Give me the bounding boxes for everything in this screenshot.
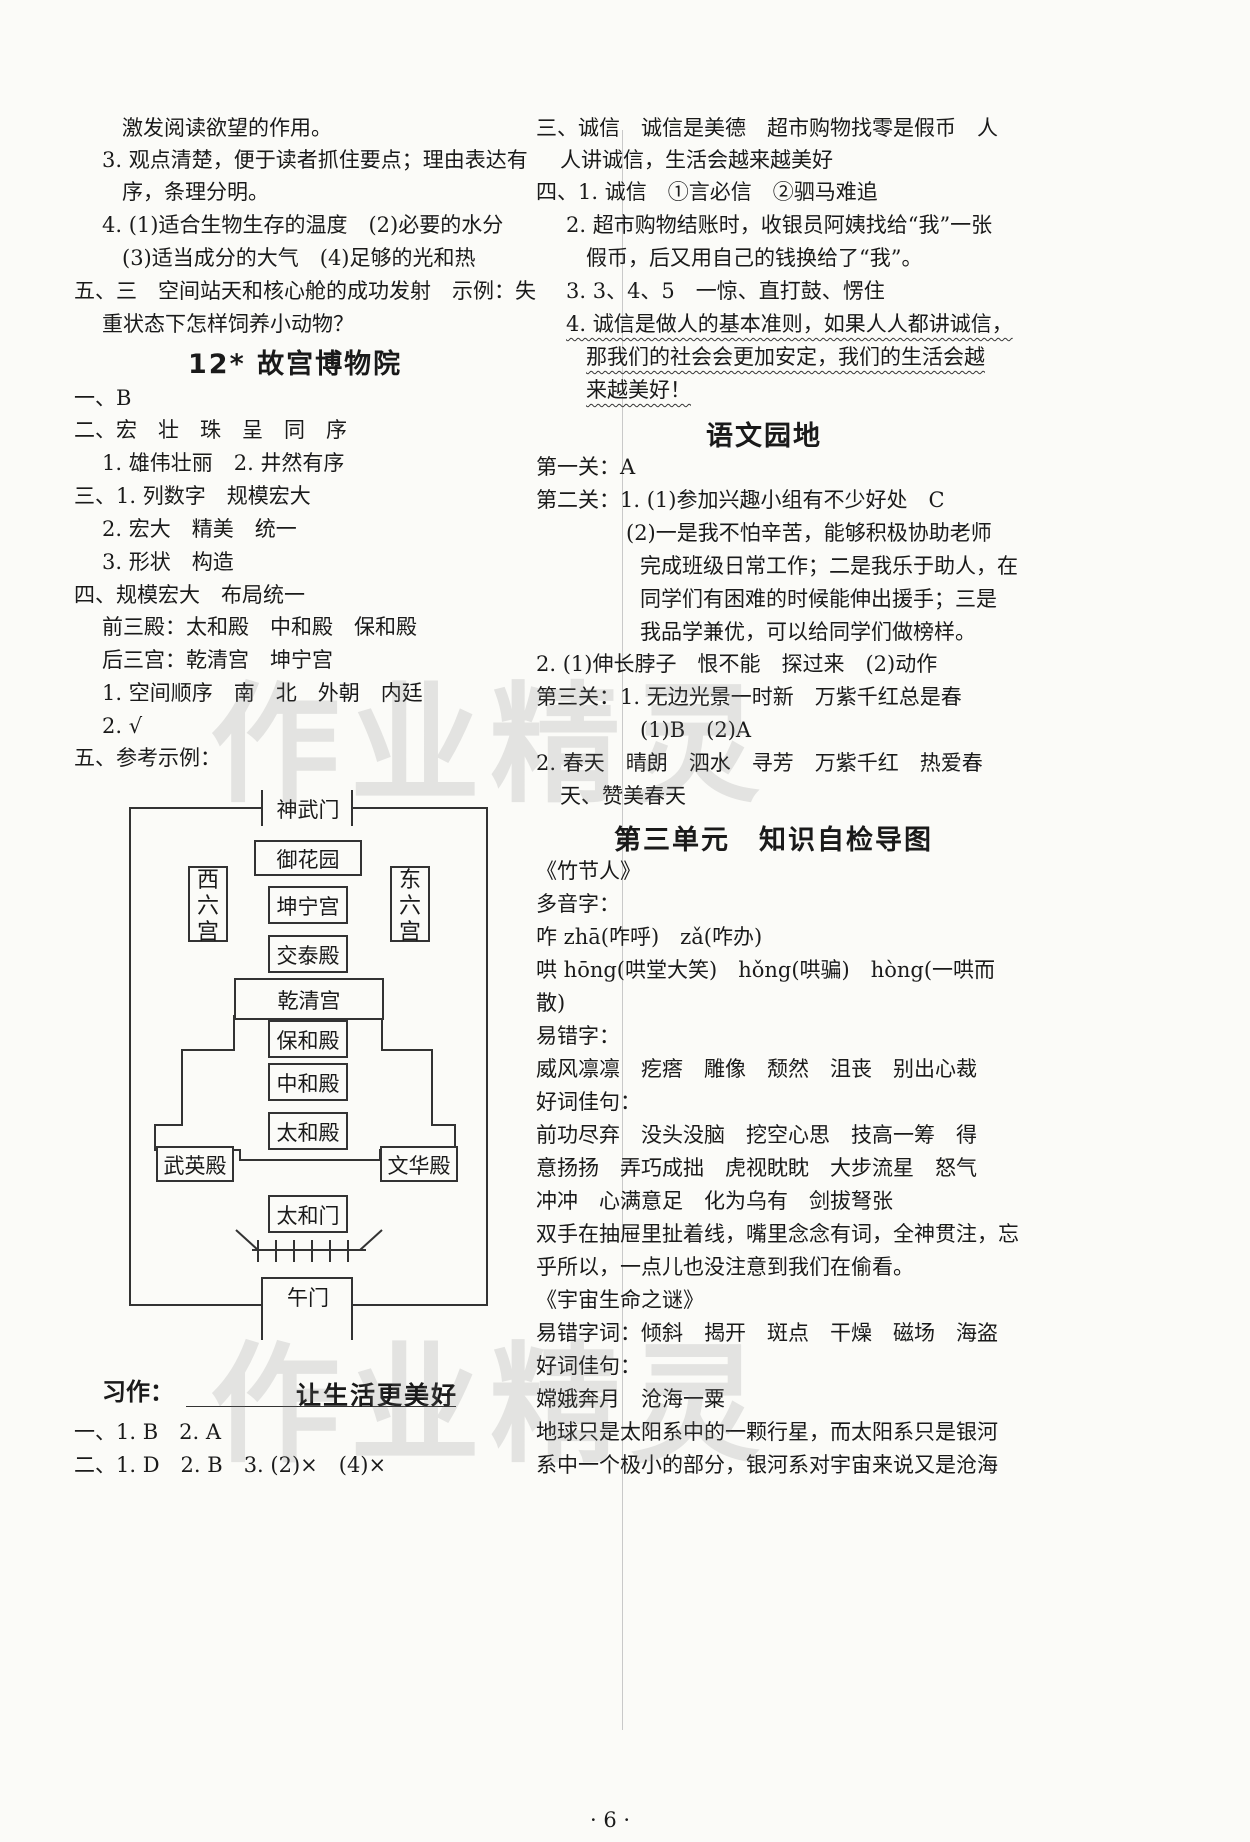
text-line: 冲冲 心满意足 化为乌有 剑拔弩张: [536, 1189, 893, 1213]
label-qianqinggong: 乾清宫: [277, 989, 341, 1013]
text-line: 人讲诚信，生活会越来越美好: [560, 148, 833, 172]
text-line: 1. 雄伟壮丽 2. 井然有序: [102, 451, 345, 475]
box-yuhuayuan: 御花园: [254, 840, 362, 876]
box-zhonghedian: 中和殿: [268, 1063, 348, 1101]
box-taihedian: 太和殿: [268, 1112, 348, 1150]
section-title-12: 12* 故宫博物院: [188, 349, 403, 380]
text-line: 天、赞美春天: [560, 784, 686, 808]
label-wumen: 午门: [287, 1286, 329, 1310]
label-wenhuadian: 文华殿: [387, 1154, 451, 1178]
label-taihedian: 太和殿: [276, 1121, 340, 1145]
text-line: 后三宫：乾清宫 坤宁宫: [102, 648, 333, 672]
text-line: 散): [536, 991, 566, 1015]
xizuo-title: 让生活更美好: [296, 1381, 459, 1410]
text-line: 1. 空间顺序 南 北 外朝 内廷: [102, 681, 423, 705]
text-line: 同学们有困难的时候能伸出援手；三是: [640, 587, 997, 611]
label-dongliugong: 东六宫: [398, 868, 421, 945]
text-line: 一、1. B 2. A: [74, 1420, 222, 1444]
text-line: 四、1. 诚信 ①言必信 ②驷马难追: [536, 180, 878, 204]
text-line: 嫦娥奔月 沧海一粟: [536, 1387, 725, 1411]
text-line: 系中一个极小的部分，银河系对宇宙来说又是沧海: [536, 1453, 998, 1477]
text-line: 四、规模宏大 布局统一: [74, 583, 305, 607]
box-jiaotaidian: 交泰殿: [268, 935, 348, 973]
text-line: 二、宏 壮 珠 呈 同 序: [74, 418, 347, 442]
wavy-line: 那我们的社会会更加安定，我们的生活会越: [586, 345, 985, 369]
label-yuhuayuan: 御花园: [276, 848, 340, 872]
wavy-line: 来越美好！: [586, 378, 691, 402]
text-line: 重状态下怎样饲养小动物？: [102, 312, 354, 336]
text-line: 多音字：: [536, 892, 620, 916]
text-line: 地球只是太阳系中的一颗行星，而太阳系只是银河: [536, 1420, 998, 1444]
text-line: 2. 宏大 精美 统一: [102, 517, 297, 541]
text-line: 第二关：1. (1)参加兴趣小组有不少好处 C: [536, 488, 945, 512]
text-line: 《竹节人》: [536, 859, 641, 883]
text-line: 4. (1)适合生物生存的温度 (2)必要的水分: [102, 213, 504, 237]
box-xiliugong: 西六宫: [188, 866, 228, 945]
text-line: 二、1. D 2. B 3. (2)× (4)×: [74, 1453, 387, 1477]
text-line: 前功尽弃 没头没脑 挖空心思 技高一筹 得: [536, 1123, 977, 1147]
text-line: 意扬扬 弄巧成拙 虎视眈眈 大步流星 怒气: [536, 1156, 977, 1180]
text-line: 五、三 空间站天和核心舱的成功发射 示例：失: [74, 279, 536, 303]
text-line: 假币，后又用自己的钱换给了“我”。: [586, 246, 923, 270]
column-divider: [622, 130, 623, 1730]
label-jiaotaidian: 交泰殿: [276, 944, 340, 968]
text-line: 咋 zhā(咋呼) zǎ(咋办): [536, 925, 763, 949]
text-line: (1)B (2)A: [640, 718, 752, 742]
label-shenwumen: 神武门: [276, 798, 340, 822]
text-line: 激发阅读欲望的作用。: [122, 116, 332, 140]
text-line: 2. 超市购物结账时，收银员阿姨找给“我”一张: [566, 213, 993, 237]
text-line: 哄 hōng(哄堂大笑) hǒng(哄骗) hòng(一哄而: [536, 958, 996, 982]
box-baohedian: 保和殿: [268, 1020, 348, 1058]
diagram-lines: [129, 790, 488, 1340]
text-line: 好词佳句：: [536, 1354, 641, 1378]
text-line: 前三殿：太和殿 中和殿 保和殿: [102, 615, 417, 639]
label-zhonghedian: 中和殿: [276, 1072, 340, 1096]
box-kunninggong: 坤宁宫: [268, 886, 348, 924]
text-line: 易错字词：倾斜 揭开 斑点 干燥 磁场 海盗: [536, 1321, 998, 1345]
text-line: 我品学兼优，可以给同学们做榜样。: [640, 620, 976, 644]
section-title-yuwen: 语文园地: [706, 421, 822, 452]
watermark-top: 作业精灵: [210, 669, 771, 821]
text-line: 3. 观点清楚，便于读者抓住要点；理由表达有: [102, 148, 528, 172]
text-line: 五、参考示例：: [74, 746, 221, 770]
text-line: (3)适当成分的大气 (4)足够的光和热: [122, 246, 476, 270]
text-line: (2)一是我不怕辛苦，能够积极协助老师: [626, 521, 992, 545]
text-line: 完成班级日常工作；二是我乐于助人，在: [640, 554, 1018, 578]
page-number: · 6 ·: [590, 1808, 631, 1832]
box-dongliugong: 东六宫: [390, 866, 430, 945]
text-line: 2. √: [102, 714, 143, 738]
text-line: 第一关：A: [536, 455, 636, 479]
text-line: 双手在抽屉里扯着线，嘴里念念有词，全神贯注，忘: [536, 1222, 1019, 1246]
text-line: 《宇宙生命之谜》: [536, 1288, 704, 1312]
text-line: 2. 春天 晴朗 泗水 寻芳 万紫千红 热爱春: [536, 751, 983, 775]
text-line: 2. (1)伸长脖子 恨不能 探过来 (2)动作: [536, 652, 938, 676]
box-qianqinggong: 乾清宫: [234, 978, 384, 1020]
box-taihemen: 太和门: [268, 1195, 348, 1233]
box-wenhuadian: 文华殿: [380, 1146, 458, 1182]
text-line: 威风凛凛 疙瘩 雕像 颓然 沮丧 别出心裁: [536, 1057, 977, 1081]
text-line: 好词佳句：: [536, 1090, 641, 1114]
box-wuyingdian: 武英殿: [156, 1146, 234, 1182]
text-line: 易错字：: [536, 1024, 620, 1048]
label-baohedian: 保和殿: [276, 1029, 340, 1053]
text-line: 乎所以，一点儿也没注意到我们在偷看。: [536, 1255, 914, 1279]
text-line: 序，条理分明。: [122, 180, 269, 204]
label-wuyingdian: 武英殿: [163, 1154, 227, 1178]
xizuo-underline: [186, 1406, 456, 1407]
text-line: 3. 3、4、5 一惊、直打鼓、愣住: [566, 279, 885, 303]
watermark-bottom: 作业精灵: [210, 1329, 771, 1481]
xizuo-prefix: 习作：: [102, 1377, 174, 1406]
text-line: 3. 形状 构造: [102, 550, 234, 574]
label-kunninggong: 坤宁宫: [276, 895, 340, 919]
label-xiliugong: 西六宫: [196, 868, 219, 945]
wavy-line: 4. 诚信是做人的基本准则，如果人人都讲诚信，: [566, 312, 1013, 336]
text-line: 一、B: [74, 386, 132, 410]
text-line: 三、诚信 诚信是美德 超市购物找零是假币 人: [536, 116, 998, 140]
text-line: 三、1. 列数字 规模宏大: [74, 484, 311, 508]
text-line: 第三关：1. 无边光景一时新 万紫千红总是春: [536, 685, 962, 709]
label-taihemen: 太和门: [276, 1204, 340, 1228]
section-title-unit3: 第三单元 知识自检导图: [614, 825, 933, 856]
